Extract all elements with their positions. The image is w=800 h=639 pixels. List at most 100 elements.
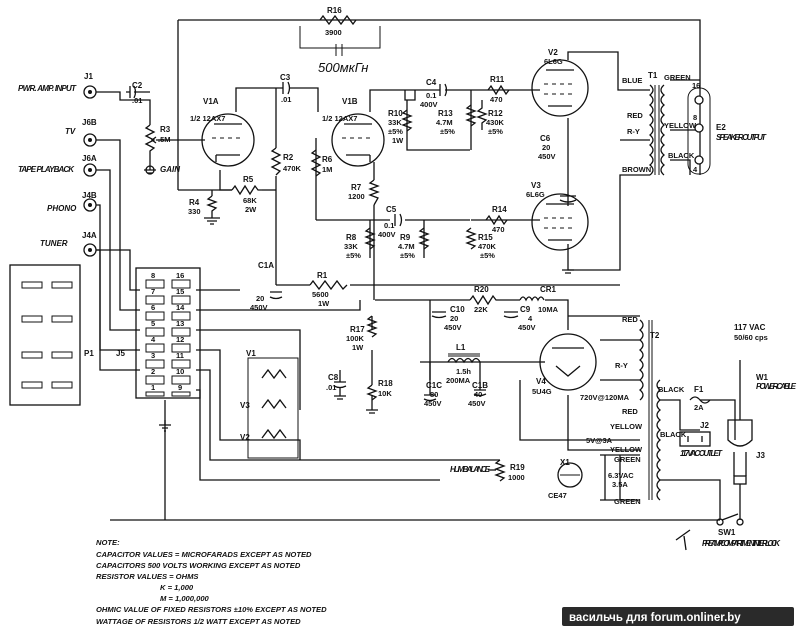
capacitor-c8: [333, 370, 347, 396]
j5-pin-right: 12: [176, 335, 184, 344]
j5-pin-right: 14: [176, 303, 185, 312]
capacitor-c10: [431, 311, 447, 319]
j2-ref: J2: [700, 421, 709, 430]
resistor-r2: [270, 147, 282, 176]
watermark-text: васильчь для forum.onliner.by: [569, 612, 741, 624]
f1-ref: F1: [694, 385, 704, 394]
c5-value: 0.1: [384, 221, 394, 230]
r15-tolerance: ±5%: [480, 251, 495, 260]
c1a-voltage: 450V: [250, 303, 268, 312]
r3-ref: R3: [160, 125, 171, 134]
t2-yellow-lead-2: YELLOW: [610, 445, 643, 454]
r19-ref: R19: [510, 463, 525, 472]
x1-ref: X1: [560, 458, 570, 467]
j5-pin-right: 15: [176, 287, 184, 296]
yellow-lead: YELLOW: [664, 121, 697, 130]
tube-v3: [531, 193, 589, 251]
resistor-r5: [231, 184, 262, 196]
ce47-label: CE47: [548, 491, 567, 500]
wiring: [96, 19, 736, 521]
resistor-r13: [465, 104, 477, 127]
note-line: M = 1,000,000: [160, 594, 210, 603]
c1a-value: 20: [256, 294, 264, 303]
t2-ref: T2: [650, 331, 660, 340]
heater-v1: V1: [246, 349, 256, 358]
resistor-r15: [465, 227, 477, 250]
mains-voltage: 117 VAC: [734, 323, 766, 332]
r9-value: 4.7M: [398, 242, 415, 251]
r12-ref: R12: [488, 109, 503, 118]
cr1-ref: CR1: [540, 285, 557, 294]
v3-type: 6L6G: [526, 190, 545, 199]
phono-label: PHONO: [47, 204, 77, 213]
capacitor-c1b: [473, 389, 487, 397]
hum-balance-label: HUM BALANCE: [450, 465, 491, 474]
v2-ref: V2: [548, 48, 558, 57]
c3-value: .01: [281, 95, 291, 104]
brown-lead: BROWN: [622, 165, 651, 174]
c8-value: .01: [326, 383, 336, 392]
capacitor-c9: [503, 311, 519, 319]
r6-ref: R6: [322, 155, 333, 164]
fuse-f1: [689, 396, 711, 404]
r1-value: 5600: [312, 290, 329, 299]
capacitor-c2: [126, 85, 150, 99]
tape-playback-label: TAPE PLAYBACK: [18, 165, 75, 174]
j5-pin-left: 2: [151, 367, 155, 376]
connector-p1: [9, 264, 81, 406]
r18-ref: R18: [378, 379, 393, 388]
r20-ref: R20: [474, 285, 489, 294]
hv-winding: 720V@120MA: [580, 393, 630, 402]
capacitor-c6: [559, 195, 577, 203]
r11-value: 470: [490, 95, 503, 104]
black-lead: BLACK: [668, 151, 695, 160]
r10-ref: R10: [388, 109, 403, 118]
c9-value: 4: [528, 314, 533, 323]
power-cable-label: POWER CABLE: [756, 382, 797, 391]
note-line: K = 1,000: [160, 583, 194, 592]
green-lead: GREEN: [664, 73, 691, 82]
tap-16: 16: [692, 81, 700, 90]
r5-ref: R5: [243, 175, 254, 184]
tap-4: 4: [693, 165, 698, 174]
resistor-r18: [366, 384, 378, 401]
ground-symbols: [144, 169, 574, 432]
outlet-j2: [679, 431, 711, 447]
potentiometer-r3: [144, 124, 162, 175]
capacitor-c5: [394, 213, 403, 227]
c5-ref: C5: [386, 205, 397, 214]
r17-ref: R17: [350, 325, 365, 334]
power-plug-w1: [727, 360, 753, 520]
c10-voltage: 450V: [444, 323, 462, 332]
c9-ref: C9: [520, 305, 531, 314]
j1-ref: J1: [84, 72, 93, 81]
r5-value: 68K: [243, 196, 257, 205]
r8-value: 33K: [344, 242, 358, 251]
resistor-r1: [309, 279, 348, 291]
r11-ref: R11: [490, 75, 505, 84]
r2-value: 470K: [283, 164, 302, 173]
t2-black-lead: BLACK: [658, 385, 685, 394]
r15-ref: R15: [478, 233, 493, 242]
note-line: RESISTOR VALUES = OHMS: [96, 572, 198, 581]
pwr-amp-input-label: PWR. AMP. INPUT: [18, 84, 77, 93]
sw1-ref: SW1: [718, 528, 736, 537]
e2-ref: E2: [716, 123, 726, 132]
inductor-l1: [447, 353, 481, 364]
c10-ref: C10: [450, 305, 465, 314]
pilot-lamp-x1: [557, 462, 583, 488]
t2-black-lead-2: BLACK: [660, 430, 687, 439]
r13-ref: R13: [438, 109, 453, 118]
j2-label: 117VAC OUTLET: [680, 449, 723, 458]
watermark-background: [562, 607, 794, 626]
r14-value: 470: [492, 225, 505, 234]
v2-type: 6L6G: [544, 57, 563, 66]
output-transformer-t1: [648, 84, 666, 176]
r20-value: 22K: [474, 305, 488, 314]
c5-voltage: 400V: [378, 230, 396, 239]
j5-pin-left: 1: [151, 383, 155, 392]
tube-v1a: [201, 113, 255, 167]
red-lead: RED: [627, 111, 643, 120]
speaker-output-label: SPEAKER OUTPUT: [716, 133, 767, 142]
